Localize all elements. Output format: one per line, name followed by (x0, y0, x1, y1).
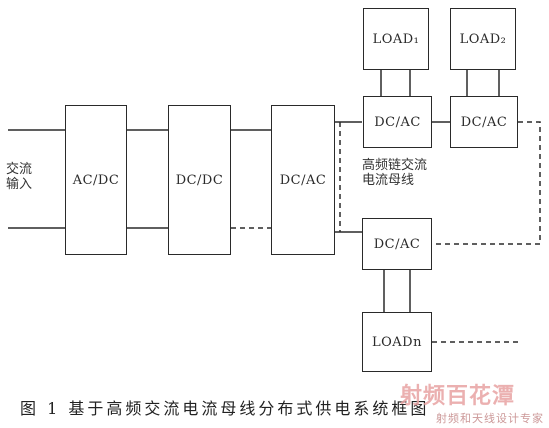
bus-label-line1: 高频链交流 (362, 158, 428, 173)
load-1-block: LOAD₁ (363, 8, 429, 70)
acdc-block: AC/DC (65, 105, 127, 255)
ac-input-label: 交流 输入 (6, 162, 32, 192)
dcac-1-block: DC/AC (363, 96, 432, 148)
watermark-logo: 射频百花潭 (400, 384, 516, 409)
load-n-block: LOADn (362, 312, 432, 372)
ac-input-label-line2: 输入 (6, 177, 33, 192)
bus-label: 高频链交流 电流母线 (362, 158, 427, 188)
watermark-tagline: 射频和天线设计专家 (436, 412, 544, 425)
figure-caption: 图 1 基于高频交流电流母线分布式供电系统框图 (20, 399, 430, 418)
ac-input-label-line1: 交流 (6, 162, 33, 177)
dcac-main-block: DC/AC (271, 105, 335, 255)
bus-label-line2: 电流母线 (362, 173, 415, 188)
dcdc-block: DC/DC (168, 105, 231, 255)
load-2-block: LOAD₂ (450, 8, 516, 70)
dcac-n-block: DC/AC (362, 218, 432, 270)
dcac-2-block: DC/AC (450, 96, 518, 148)
